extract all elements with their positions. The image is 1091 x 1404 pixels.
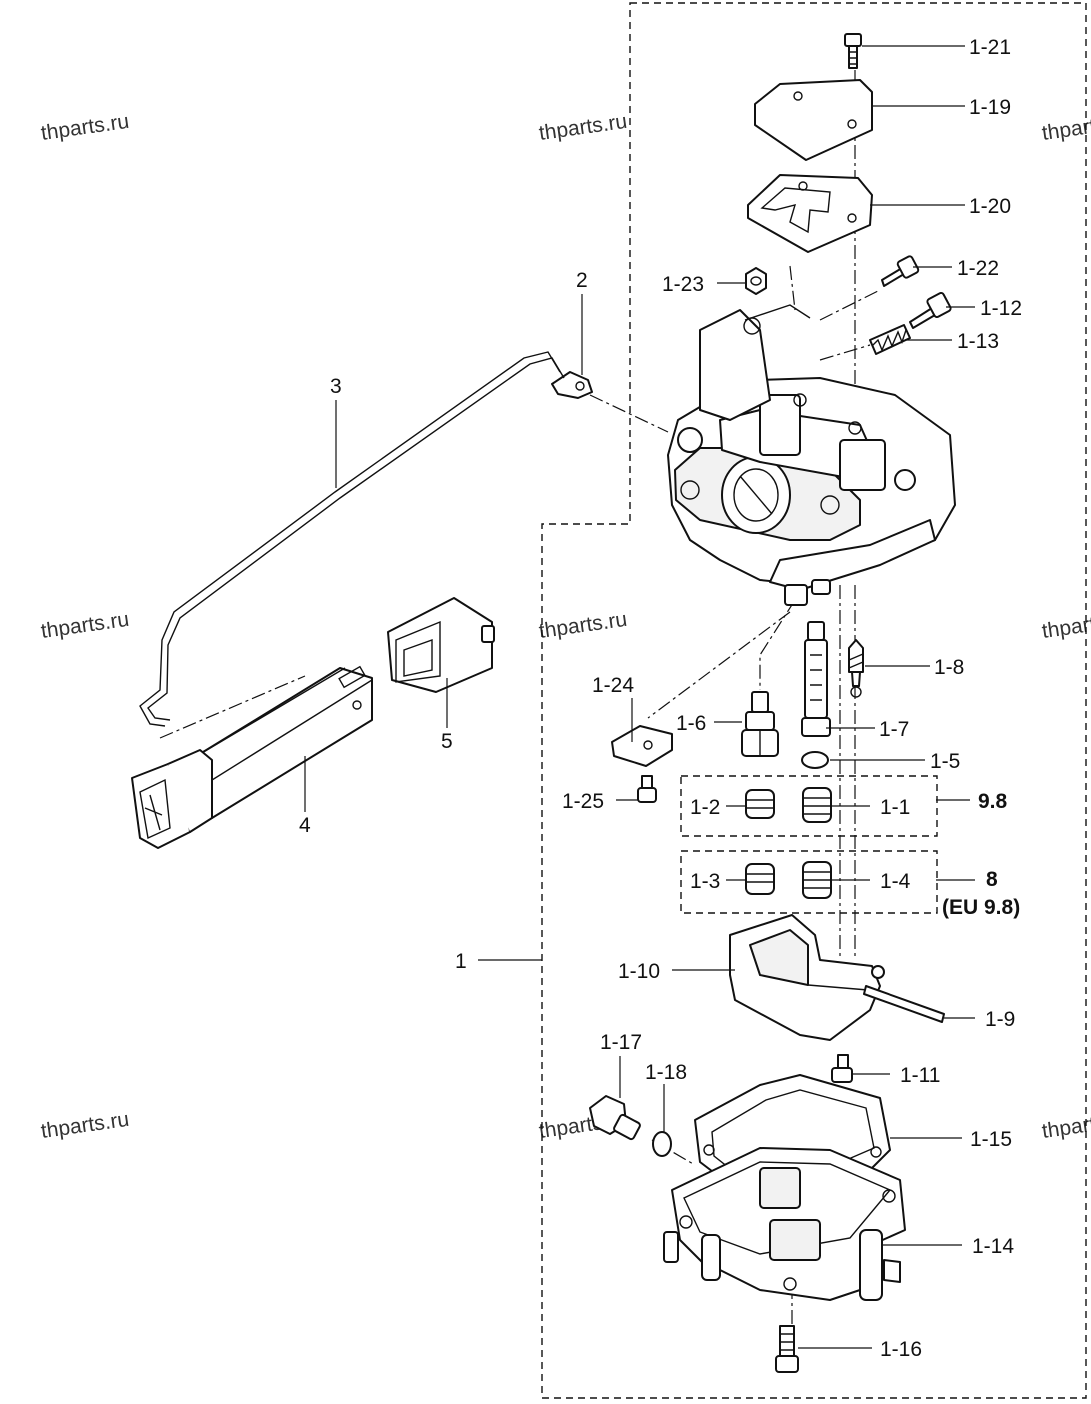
label-1-3: 1-3 (690, 870, 720, 893)
variant-box-9-8 (680, 775, 938, 837)
label-1-18: 1-18 (645, 1061, 687, 1084)
label-1-23: 1-23 (662, 273, 704, 296)
label-1-19: 1-19 (969, 96, 1011, 119)
jet-1-3 (745, 863, 775, 895)
screw-1-21 (844, 33, 862, 69)
label-1: 1 (455, 950, 467, 973)
label-1-22: 1-22 (957, 257, 999, 280)
label-1-15: 1-15 (970, 1128, 1012, 1151)
jet-1-4 (802, 861, 832, 899)
label-1-13: 1-13 (957, 330, 999, 353)
watermark: thparts.ru (39, 608, 130, 643)
watermarks: thparts.ru thparts.ru thparts.ru thparts… (39, 110, 1091, 1143)
variant-box-8 (680, 850, 938, 914)
variant-label-9-8: 9.8 (978, 790, 1008, 813)
label-1-17: 1-17 (600, 1031, 642, 1054)
label-1-4: 1-4 (880, 870, 911, 893)
washer-1-5 (801, 751, 829, 769)
variant-label-8: 8 (986, 868, 998, 891)
emulsion-tube-1-7 (801, 621, 831, 737)
label-1-1: 1-1 (880, 796, 910, 819)
label-1-6: 1-6 (676, 712, 706, 735)
label-5: 5 (441, 730, 453, 753)
label-1-7: 1-7 (879, 718, 909, 741)
screw-1-25 (637, 775, 657, 803)
label-1-9: 1-9 (985, 1008, 1015, 1031)
label-1-16: 1-16 (880, 1338, 922, 1361)
plate-1-24 (611, 725, 673, 767)
spring-1-13 (869, 324, 911, 355)
variant-note-eu-9-8: (EU 9.8) (942, 896, 1020, 919)
watermark: thparts.ru (1040, 608, 1091, 643)
label-1-14: 1-14 (972, 1235, 1014, 1258)
jet-holder-1-6 (741, 691, 779, 757)
drain-plug-1-17 (589, 1095, 641, 1141)
float-chamber-1-14 (663, 1147, 906, 1301)
screw-1-12 (909, 292, 952, 329)
float-1-10 (729, 914, 885, 1041)
label-1-21: 1-21 (969, 36, 1011, 59)
label-1-24: 1-24 (592, 674, 634, 697)
boot-5 (387, 597, 495, 693)
label-1-8: 1-8 (934, 656, 964, 679)
watermark: thparts.ru (537, 608, 628, 643)
watermark: thparts.ru (1040, 110, 1091, 145)
part-labels: 1-21 1-19 1-20 1-22 1-23 1-12 1-13 2 3 1… (299, 36, 1022, 1361)
label-1-25: 1-25 (562, 790, 604, 813)
label-1-12: 1-12 (980, 297, 1022, 320)
needle-valve-1-8 (848, 639, 864, 698)
clip-2 (551, 371, 593, 399)
carburetor-body (667, 304, 956, 606)
screw-1-16 (775, 1325, 799, 1373)
label-4: 4 (299, 814, 311, 837)
label-3: 3 (330, 375, 342, 398)
screw-1-22 (881, 255, 920, 287)
gasket-1-20 (747, 174, 873, 253)
nut-1-23 (745, 267, 767, 295)
assembly-1-boundary (541, 2, 1087, 1399)
pin-1-9 (863, 985, 945, 1023)
label-1-11: 1-11 (900, 1064, 940, 1087)
watermark: thparts.ru (1040, 1108, 1091, 1143)
watermark: thparts.ru (537, 110, 628, 145)
leader-lines (304, 45, 975, 1349)
choke-knob-4 (131, 665, 373, 849)
watermark: thparts.ru (39, 110, 130, 145)
jet-1-2 (745, 789, 775, 819)
label-1-5: 1-5 (930, 750, 960, 773)
label-1-10: 1-10 (618, 960, 660, 983)
watermark: thparts.ru (39, 1108, 130, 1143)
jet-1-1 (802, 787, 832, 823)
label-1-2: 1-2 (690, 796, 720, 819)
label-1-20: 1-20 (969, 195, 1011, 218)
o-ring-1-18 (652, 1131, 672, 1157)
screw-1-11 (831, 1054, 853, 1083)
link-rod-3 (139, 351, 565, 727)
label-2: 2 (576, 269, 588, 292)
cover-plate-1-19 (754, 79, 873, 161)
